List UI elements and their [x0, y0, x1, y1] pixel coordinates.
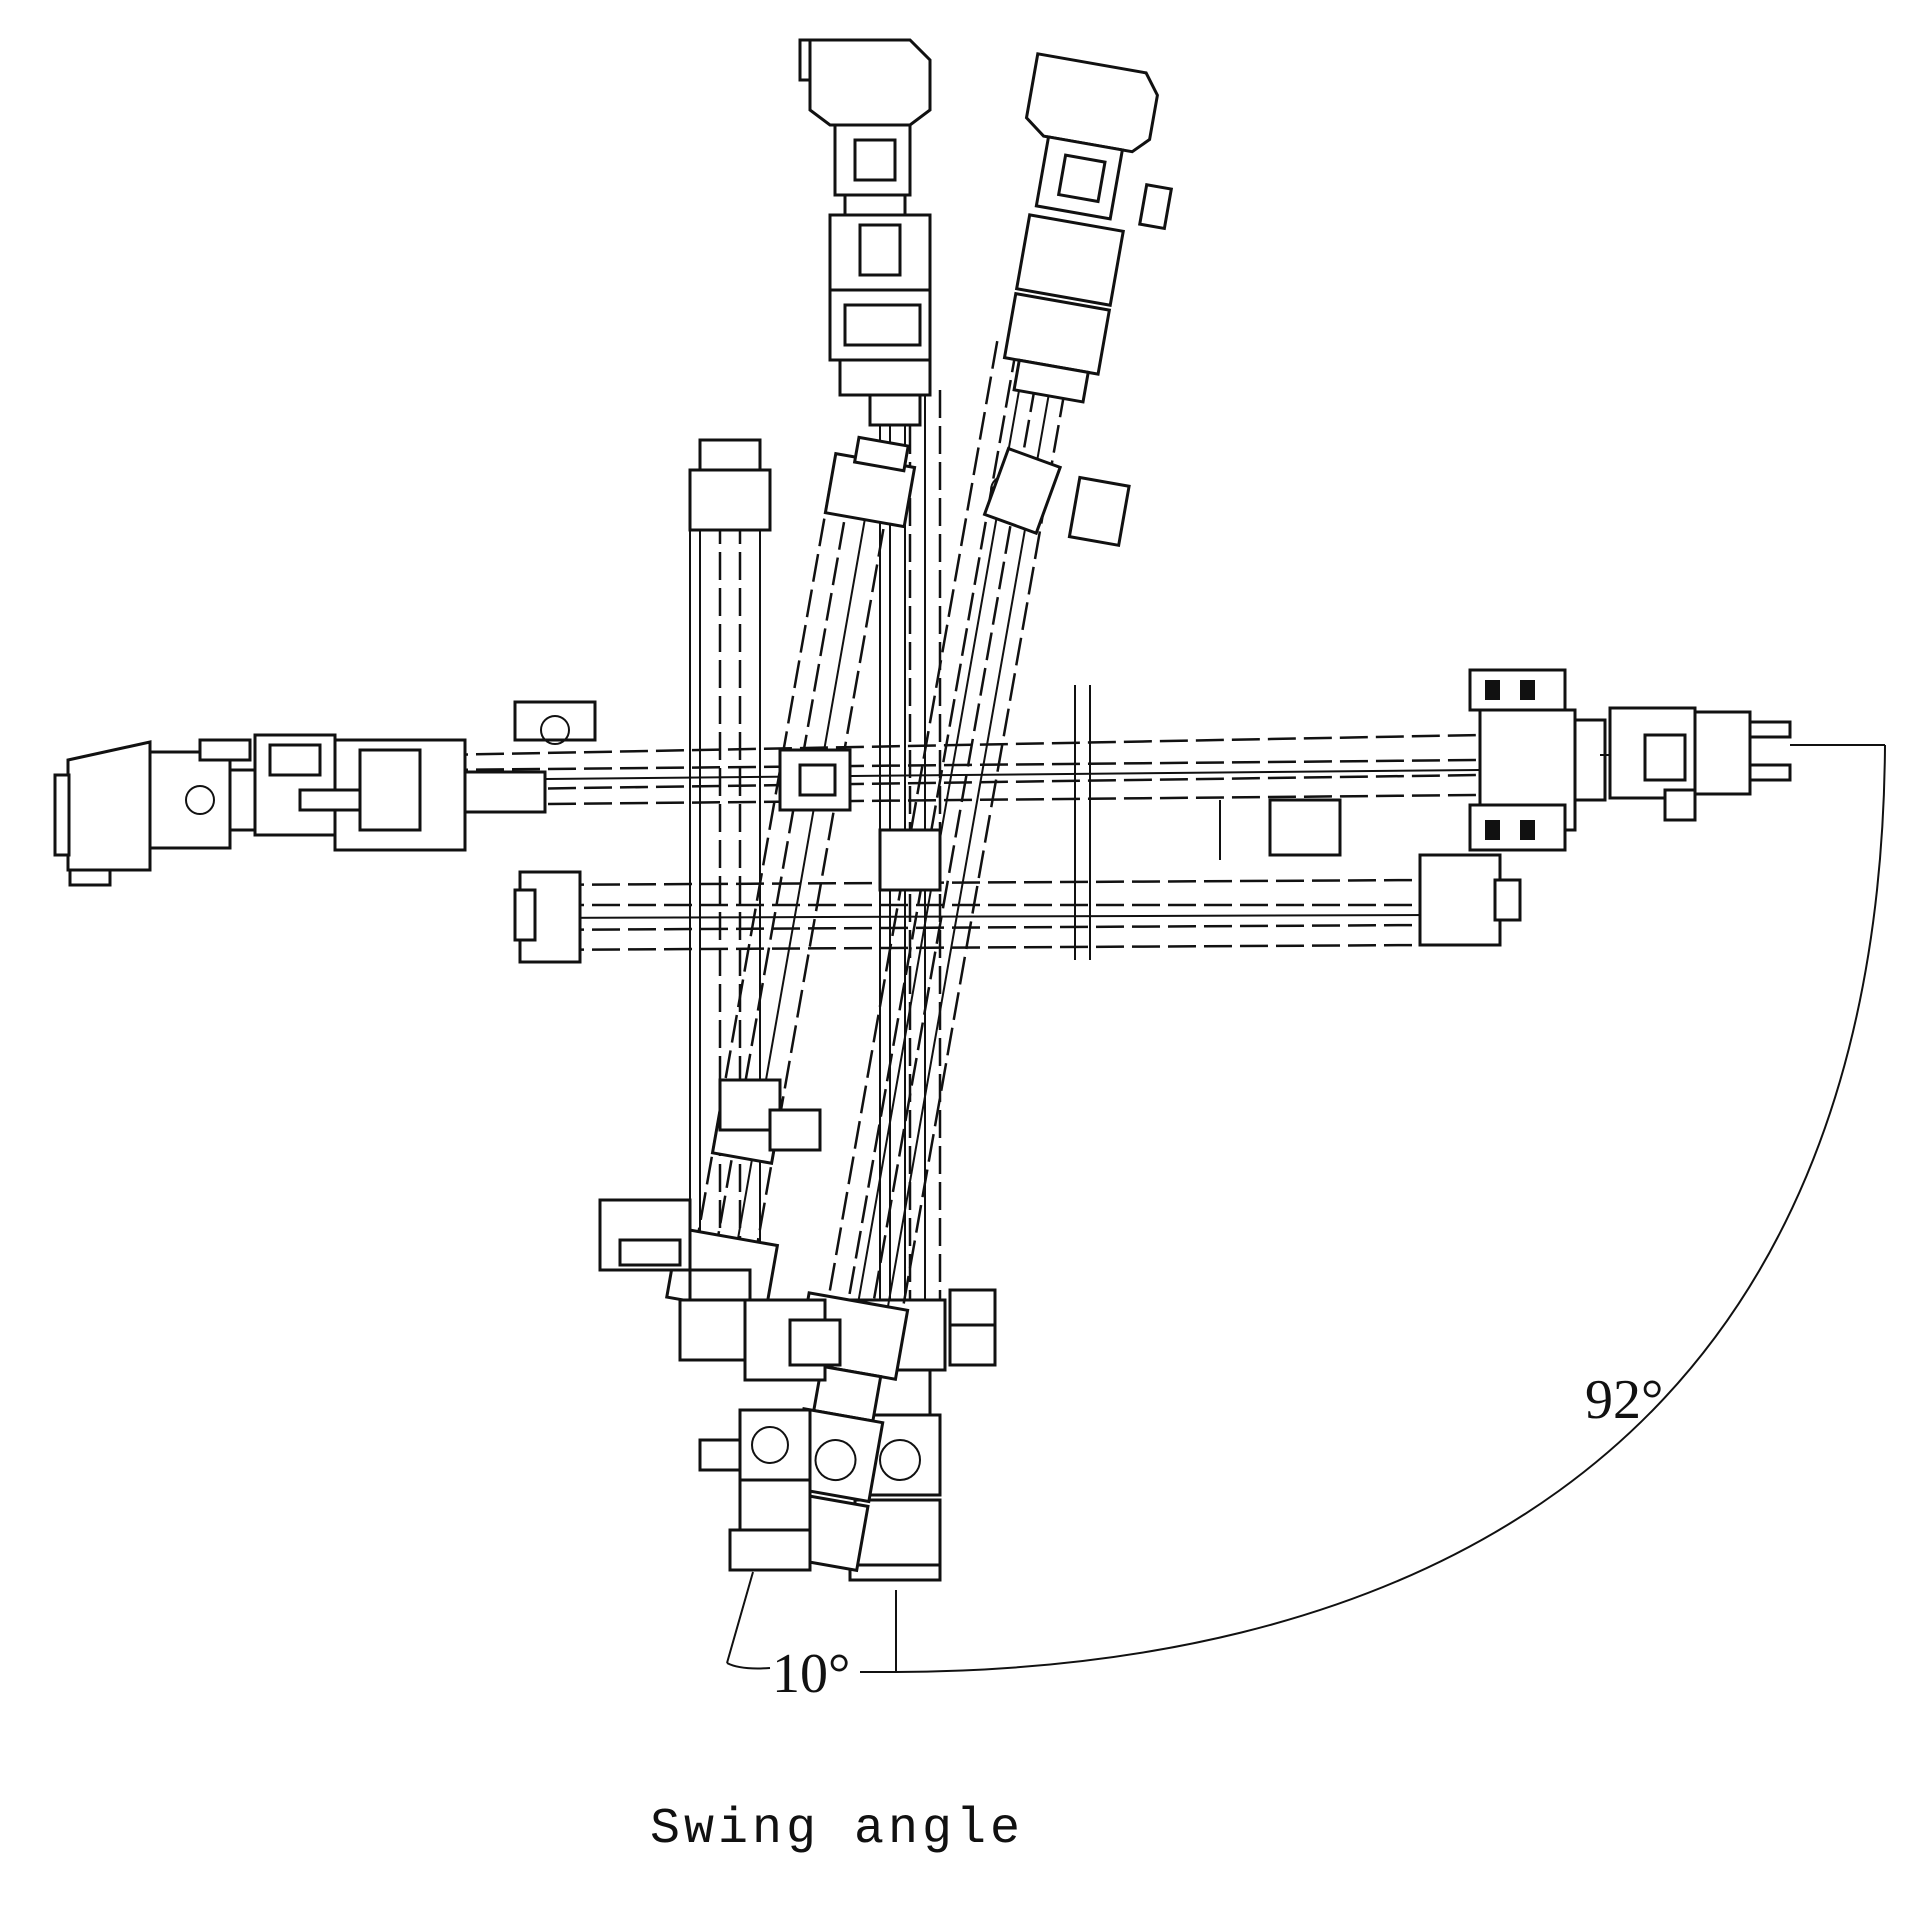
side-arm-positions — [598, 435, 917, 1317]
angle-dimension-lines — [726, 744, 1886, 1673]
central-pivot — [718, 446, 1342, 1152]
horizontal-arm-position — [53, 668, 1792, 964]
top-drill-head — [798, 38, 932, 427]
angle-label-10: 10° — [772, 1643, 850, 1705]
right-drill-head — [1468, 668, 1792, 852]
bottom-drill-head-tilted — [678, 1298, 842, 1572]
left-drill-head — [53, 733, 547, 887]
angle-label-92: 92° — [1585, 1369, 1663, 1431]
diagram-caption: Swing angle — [650, 1801, 1024, 1858]
